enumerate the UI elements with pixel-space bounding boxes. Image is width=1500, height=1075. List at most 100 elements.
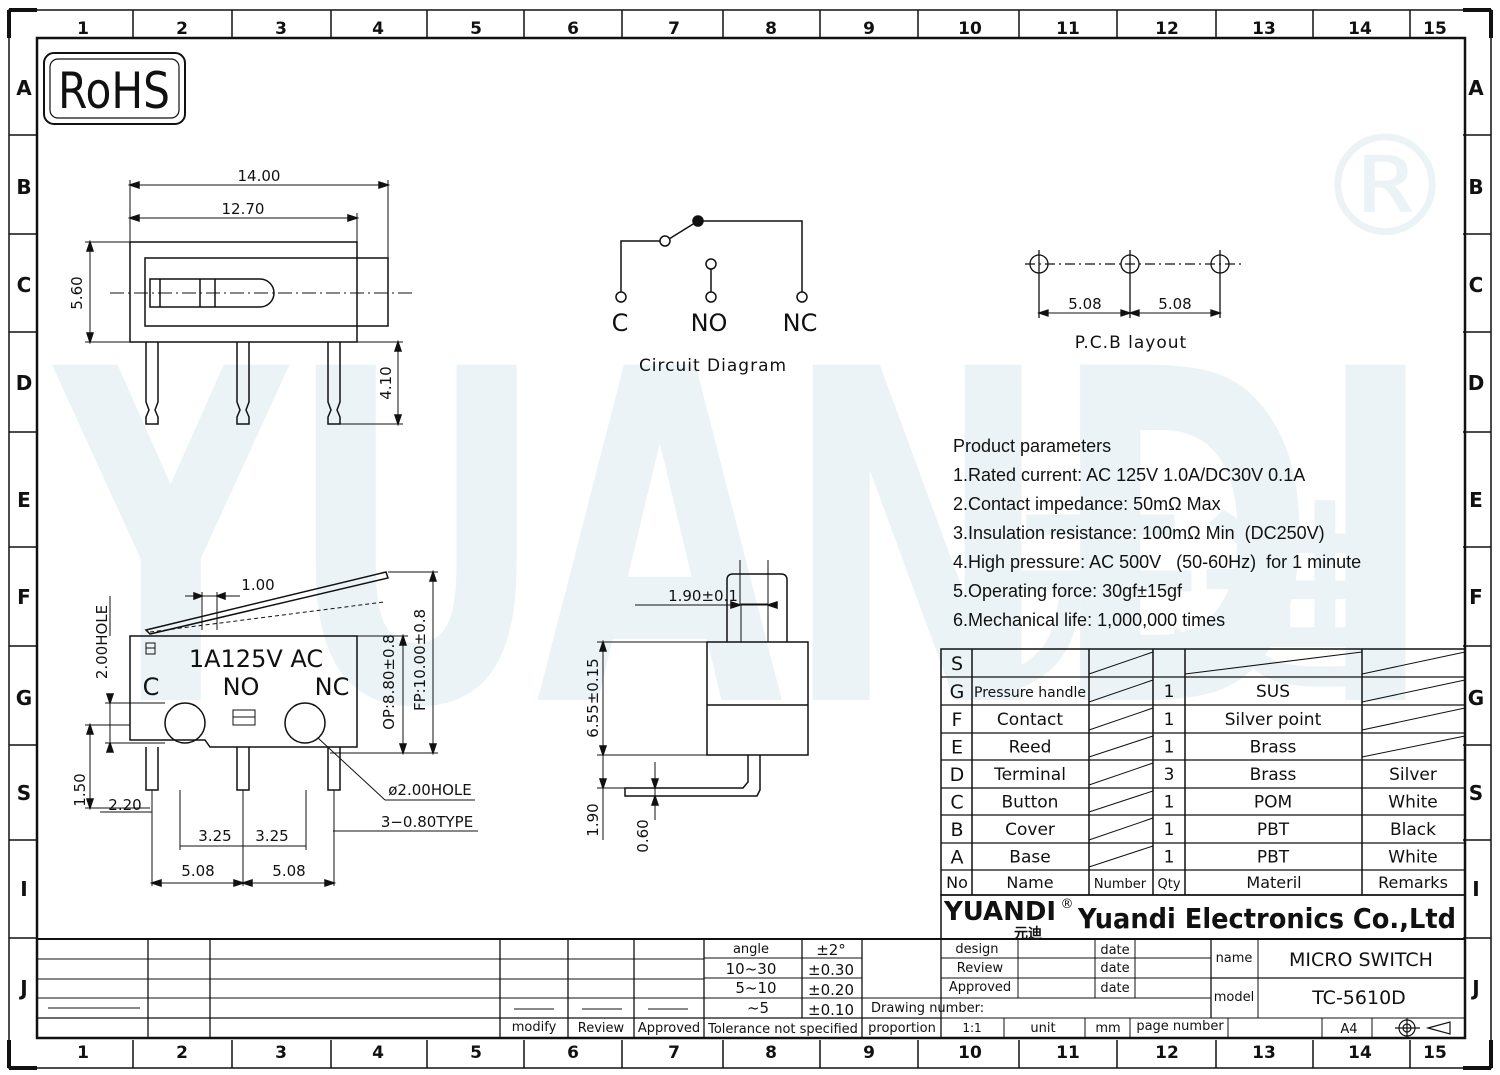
circuit-diagram	[615, 215, 808, 303]
tol-label-2: 5~10	[735, 979, 776, 997]
frame-column-label: 11	[1056, 19, 1080, 39]
tol-value-2: ±0.20	[808, 981, 854, 999]
frame-row-label: J	[18, 976, 27, 1000]
frame-column-label: 1	[77, 1043, 89, 1063]
frame-column-label: 3	[275, 1043, 287, 1063]
dim-pin-1-90: 1.90	[584, 803, 602, 836]
frame-column-label: 2	[176, 1043, 188, 1063]
frame-row-label: E	[1469, 488, 1483, 512]
bom-row-material: PBT	[1257, 848, 1290, 868]
dim-operating-position: OP:8.80±0.8	[380, 634, 398, 730]
frame-column-label: 5	[470, 19, 482, 39]
bom-row-qty: 1	[1164, 848, 1175, 868]
frame-column-label: 5	[470, 1043, 482, 1063]
frame-column-label: 12	[1155, 19, 1179, 39]
tol-value-1: ±0.30	[808, 961, 854, 979]
tol-label-1: 10~30	[726, 960, 777, 978]
frame-column-label: 8	[765, 1043, 777, 1063]
dim-height-6-55: 6.55±0.15	[584, 658, 602, 737]
bom-row-material: Brass	[1250, 738, 1297, 758]
frame-column-label: 4	[372, 1043, 384, 1063]
body-label-c: C	[143, 673, 160, 701]
rohs-text: RoHS	[58, 62, 170, 120]
approval-date-3: date	[1100, 981, 1129, 996]
frame-row-label: C	[1469, 273, 1484, 297]
bom-row-name: Base	[1009, 848, 1050, 868]
parameter-item: 4.High pressure: AC 500V (50-60Hz) for 1…	[953, 552, 1362, 572]
parameter-item: 6.Mechanical life: 1,000,000 times	[953, 610, 1226, 630]
bom-row-remarks: Black	[1390, 820, 1436, 840]
dim-width-12-70: 12.70	[222, 200, 265, 218]
bom-header-cell: Materil	[1246, 873, 1301, 892]
dim-3-25-left: 3.25	[198, 827, 231, 845]
frame-row-label: D	[1468, 371, 1485, 395]
frame-column-label: 13	[1252, 1043, 1276, 1063]
bom-header-cell: Qty	[1157, 877, 1180, 892]
bom-row-no: D	[950, 764, 965, 786]
frame-row-label: F	[1469, 585, 1483, 609]
drawing-frame	[8, 9, 1492, 1069]
bom-row-no: G	[950, 681, 965, 703]
side-view-drawing	[597, 560, 809, 840]
watermark-registered-icon: ®	[1315, 106, 1455, 269]
approval-approved: Approved	[949, 980, 1011, 995]
bom-header-cell: Number	[1094, 877, 1147, 892]
proportion-label: proportion	[868, 1021, 936, 1036]
bom-row-material: Silver point	[1225, 710, 1322, 730]
approval-date-2: date	[1100, 961, 1129, 976]
bom-header-cell: Remarks	[1378, 873, 1448, 892]
note-terminal-type: 3−0.80TYPE	[381, 813, 473, 831]
bom-header-cell: Name	[1006, 873, 1053, 892]
bom-row-name: Reed	[1009, 738, 1052, 758]
parameter-item: 5.Operating force: 30gf±15gf	[953, 581, 1183, 601]
dim-5-08-right: 5.08	[272, 862, 305, 880]
dim-pin-length-4-10: 4.10	[377, 366, 395, 399]
circuit-label-c: C	[612, 309, 629, 337]
bom-row-no: B	[950, 819, 963, 841]
frame-row-label: I	[20, 877, 27, 901]
frame-corner-marks	[7, 8, 1493, 1070]
frame-column-label: 7	[668, 1043, 680, 1063]
column-ticks	[9, 10, 1491, 1068]
tol-value-0: ±2°	[816, 941, 846, 959]
dim-width-14: 14.00	[238, 167, 281, 185]
frame-column-label: 9	[863, 19, 875, 39]
bom-row-material: POM	[1254, 793, 1292, 813]
company-logo: YUANDI	[943, 897, 1056, 927]
body-label-no: NO	[223, 673, 260, 701]
tol-label-3: ~5	[747, 999, 769, 1017]
scale-value: 1:1	[962, 1021, 981, 1035]
frame-row-label: D	[16, 371, 33, 395]
frame-row-label: F	[17, 585, 31, 609]
watermark-chinese: 元迪	[1000, 485, 1400, 718]
pcb-layout	[1025, 250, 1245, 318]
frame-column-label: 15	[1423, 19, 1447, 39]
bom-row-no: E	[951, 737, 963, 759]
dim-button-1-90: 1.90±0.1	[668, 587, 738, 605]
frame-column-label: 8	[765, 19, 777, 39]
bom-row-material: Brass	[1250, 765, 1297, 785]
tolerance-note: Tolerance not specified	[707, 1022, 858, 1037]
unit-value: mm	[1095, 1021, 1120, 1036]
frame-column-label: 10	[958, 1043, 982, 1063]
dim-hole-2-00: 2.00HOLE	[93, 605, 111, 679]
frame-column-label: 4	[372, 19, 384, 39]
dim-1-50: 1.50	[71, 773, 89, 806]
bom-row-no: S	[951, 653, 963, 675]
frame-row-label: J	[1470, 976, 1479, 1000]
frame-row-label: E	[17, 488, 31, 512]
frame-column-label: 6	[567, 19, 579, 39]
frame-column-label: 1	[77, 19, 89, 39]
front-view-drawing	[85, 569, 478, 888]
circuit-label-nc: NC	[783, 309, 818, 337]
bom-row-qty: 1	[1164, 710, 1175, 730]
model-label: model	[1214, 990, 1254, 1005]
